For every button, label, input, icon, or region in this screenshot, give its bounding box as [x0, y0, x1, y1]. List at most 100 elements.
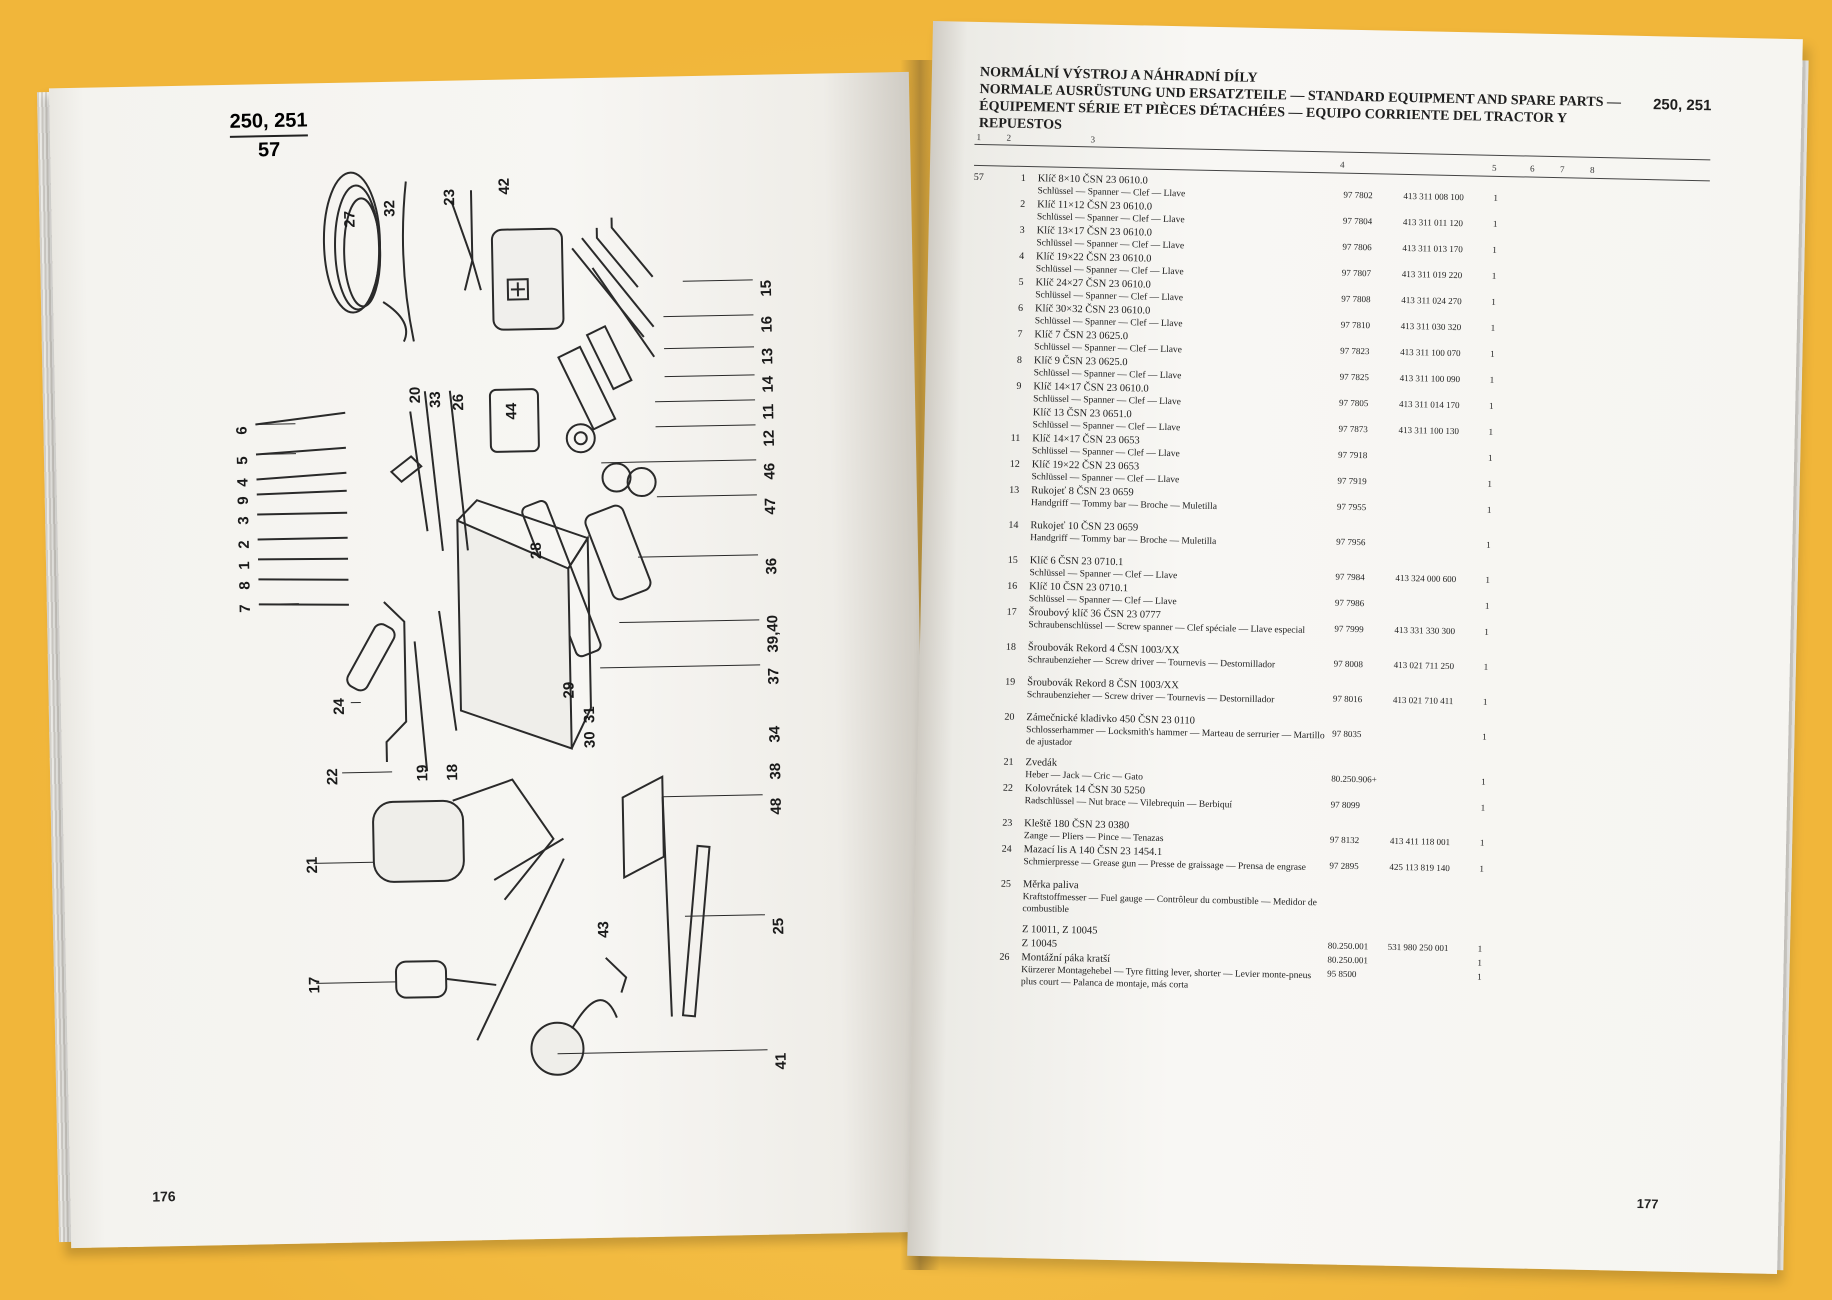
callout-18: 18	[443, 763, 462, 781]
row-position-number: 9	[1016, 380, 1022, 392]
callout-31: 31	[580, 706, 599, 724]
callout-4: 4	[234, 478, 252, 487]
row-catalog-number: 413 311 008 100	[1403, 190, 1464, 203]
grease-box-drawing	[488, 388, 540, 453]
callout-48: 48	[767, 797, 786, 815]
callout-15: 15	[757, 279, 776, 297]
row-position-number: 21	[1003, 756, 1014, 768]
callout-37: 37	[765, 667, 783, 685]
row-position-number: 17	[1006, 606, 1017, 618]
socket-drawing	[584, 504, 652, 601]
row-quantity: 1	[1491, 270, 1497, 281]
row-quantity: 1	[1483, 661, 1489, 672]
row-part-number: 97 7825	[1339, 371, 1370, 383]
header-rule-top	[974, 143, 1711, 161]
row-position-number: 5	[1018, 276, 1024, 288]
row-quantity: 1	[1493, 192, 1499, 203]
column-header-8: 8	[1589, 164, 1595, 175]
socket-wrench-drawing	[394, 960, 497, 999]
row-translations: Schlosserhammer — Locksmith's hammer — M…	[1025, 725, 1325, 749]
row-part-number: 97 7807	[1341, 267, 1372, 279]
callout-39-40: 39,40	[764, 614, 782, 653]
row-quantity: 1	[1492, 218, 1498, 229]
row-part-number: 97 2895	[1329, 860, 1359, 872]
row-catalog-number: 413 311 100 070	[1400, 346, 1461, 359]
row-position-number: 7	[1017, 328, 1023, 340]
row-catalog-number: 413 311 014 170	[1399, 398, 1460, 411]
callout-32: 32	[381, 199, 399, 218]
row-part-number: 97 8035	[1332, 728, 1362, 740]
pliers-drawing	[450, 190, 482, 291]
column-header-4: 4	[1340, 159, 1345, 170]
row-quantity: 1	[1486, 504, 1492, 515]
callout-42: 42	[495, 177, 514, 195]
row-position-number: 26	[999, 951, 1010, 963]
row-part-number: 97 8008	[1333, 658, 1364, 670]
row-catalog-number: 413 311 019 220	[1401, 268, 1463, 281]
callout-11: 11	[760, 403, 778, 420]
jack-drawing	[372, 778, 564, 901]
callout-3: 3	[235, 516, 253, 525]
row-quantity: 1	[1488, 426, 1494, 437]
row-quantity: 1	[1481, 776, 1486, 787]
flat-bar-drawing	[681, 844, 711, 1018]
column-header-7: 7	[1559, 164, 1565, 175]
row-quantity: 1	[1487, 478, 1493, 489]
callout-20: 20	[406, 386, 425, 404]
callout-36: 36	[763, 557, 781, 575]
row-position-number: 4	[1019, 250, 1025, 262]
callout-38: 38	[767, 762, 785, 780]
callout-19: 19	[413, 764, 432, 782]
row-position-number: 2	[1020, 198, 1026, 210]
callout-43: 43	[595, 921, 613, 939]
row-quantity: 1	[1489, 374, 1495, 385]
row-position-number: 15	[1007, 554, 1018, 566]
exploded-tool-drawing	[255, 171, 768, 1076]
row-catalog-number: 413 311 013 170	[1402, 242, 1463, 255]
callout-29: 29	[560, 681, 578, 699]
callout-8: 8	[236, 581, 254, 590]
callout-5: 5	[234, 456, 252, 465]
row-part-number: 97 7810	[1340, 319, 1371, 331]
row-quantity: 1	[1485, 574, 1491, 585]
callout-25: 25	[770, 917, 788, 935]
row-part-number: 97 7823	[1340, 345, 1370, 357]
row-quantity: 1	[1484, 626, 1489, 637]
bracket-drawing	[621, 775, 665, 880]
callout-7: 7	[236, 604, 255, 613]
row-catalog-number: 425 113 819 140	[1389, 861, 1450, 874]
row-part-number: 97 8132	[1329, 834, 1360, 846]
row-part-number: 97 7804	[1342, 215, 1373, 227]
callout-41: 41	[772, 1052, 790, 1070]
nuts-drawing	[565, 423, 657, 498]
column-header-2: 2	[1006, 132, 1012, 143]
row-quantity: 1	[1490, 348, 1495, 359]
nut-brace-drawing	[383, 601, 408, 763]
row-part-number: 80.250.906+	[1331, 773, 1377, 785]
row-part-number: 97 7999	[1334, 623, 1364, 635]
callout-1: 1	[236, 561, 254, 570]
right-header-models: 250, 251	[1652, 96, 1712, 115]
row-quantity: 1	[1479, 837, 1485, 848]
callout-34: 34	[766, 725, 784, 743]
hex-keys-drawing	[571, 217, 656, 358]
row-position-number: 23	[1002, 817, 1013, 829]
box-spanner-drawing	[557, 324, 633, 431]
column-header-5: 5	[1491, 162, 1497, 173]
callout-47: 47	[761, 497, 780, 515]
row-quantity: 1	[1480, 802, 1486, 813]
row-position-number: 11	[1010, 432, 1021, 444]
